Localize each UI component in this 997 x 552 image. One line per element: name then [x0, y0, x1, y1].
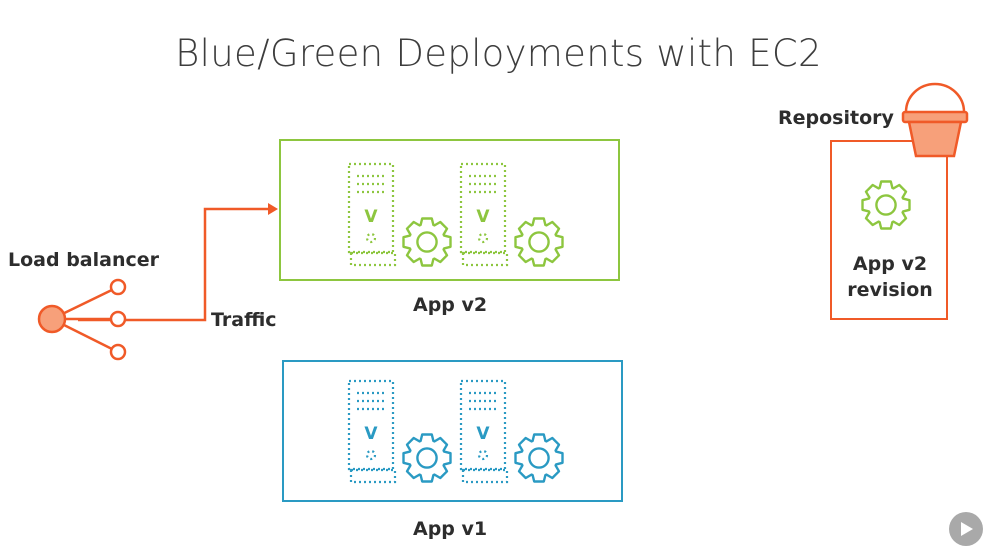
traffic-connector: [78, 203, 278, 322]
app-v2-label: App v2: [413, 294, 488, 316]
play-icon[interactable]: [949, 512, 983, 546]
traffic-label: Traffic: [211, 309, 277, 331]
server-icon: V: [347, 162, 397, 267]
svg-text:V: V: [364, 424, 378, 444]
gear-icon: [861, 180, 911, 230]
svg-text:V: V: [476, 207, 490, 227]
app-v2-revision-label: App v2 revision: [847, 253, 933, 301]
server-icon: V: [459, 379, 509, 484]
server-icon: V: [347, 379, 397, 484]
bucket-icon: [901, 82, 969, 158]
gear-icon: [514, 433, 564, 483]
load-balancer-label: Load balancer: [8, 249, 159, 271]
svg-text:V: V: [476, 424, 490, 444]
gear-icon: [402, 217, 452, 267]
server-icon: V: [459, 162, 509, 267]
svg-text:V: V: [364, 207, 378, 227]
page-title: Blue/Green Deployments with EC2: [175, 32, 822, 75]
gear-icon: [514, 217, 564, 267]
repository-label: Repository: [778, 107, 894, 129]
repository-box: [830, 140, 948, 320]
load-balancer-icon: [37, 278, 127, 361]
app-v1-environment: [282, 360, 623, 502]
gear-icon: [402, 433, 452, 483]
app-v2-environment: [279, 139, 620, 281]
app-v1-label: App v1: [413, 518, 488, 540]
